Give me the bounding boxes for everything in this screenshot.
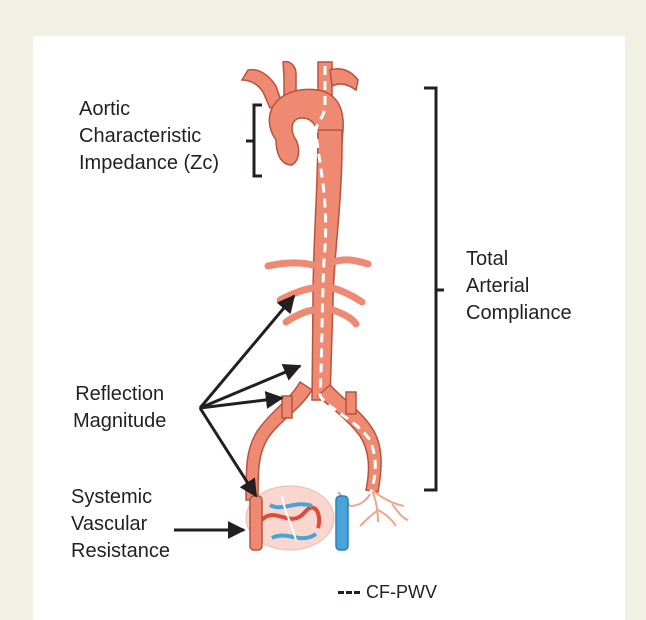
venule <box>336 496 348 550</box>
dashed-line-swatch <box>338 591 360 594</box>
arteriole <box>250 496 262 550</box>
compliance-bracket <box>424 88 444 490</box>
zc-label: Aortic Characteristic Impedance (Zc) <box>79 96 219 177</box>
compliance-label: Total Arterial Compliance <box>466 246 572 327</box>
zc-bracket <box>246 105 262 176</box>
legend: CF-PWV <box>338 582 437 603</box>
reflection-label: Reflection Magnitude <box>73 381 166 435</box>
svr-label: Systemic Vascular Resistance <box>71 484 170 565</box>
descending-aorta <box>312 130 342 400</box>
legend-cf-pwv-label: CF-PWV <box>366 582 437 603</box>
